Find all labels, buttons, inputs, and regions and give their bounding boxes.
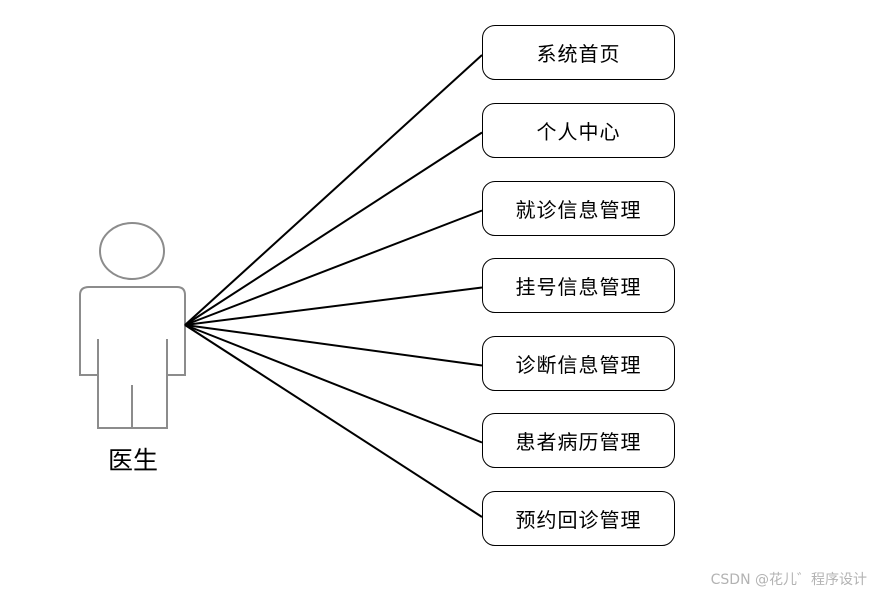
association-line-5: [184, 324, 483, 367]
use-case-6: 患者病历管理: [482, 413, 675, 468]
use-case-1: 系统首页: [482, 25, 675, 80]
use-case-5: 诊断信息管理: [482, 336, 675, 391]
actor-head: [99, 222, 165, 280]
actor-figure: [79, 222, 186, 429]
use-case-2: 个人中心: [482, 103, 675, 158]
use-case-label: 预约回诊管理: [515, 508, 642, 532]
association-line-4: [184, 286, 483, 326]
use-case-7: 预约回诊管理: [482, 491, 675, 546]
use-case-label: 个人中心: [536, 120, 621, 144]
actor-body: [79, 286, 186, 429]
use-case-label: 系统首页: [536, 42, 621, 66]
association-line-2: [184, 131, 483, 326]
association-lines: [184, 54, 483, 518]
association-line-3: [184, 209, 483, 326]
use-case-label: 患者病历管理: [515, 430, 642, 454]
use-case-label: 诊断信息管理: [515, 353, 642, 377]
use-case-label: 就诊信息管理: [515, 198, 642, 222]
association-line-7: [184, 324, 483, 518]
use-case-4: 挂号信息管理: [482, 258, 675, 313]
association-line-1: [184, 54, 483, 326]
watermark: CSDN @花儿゛程序设计: [710, 572, 867, 588]
use-case-label: 挂号信息管理: [515, 275, 642, 299]
actor-name: 医生: [107, 446, 158, 475]
use-case-3: 就诊信息管理: [482, 181, 675, 236]
association-line-6: [184, 324, 483, 444]
